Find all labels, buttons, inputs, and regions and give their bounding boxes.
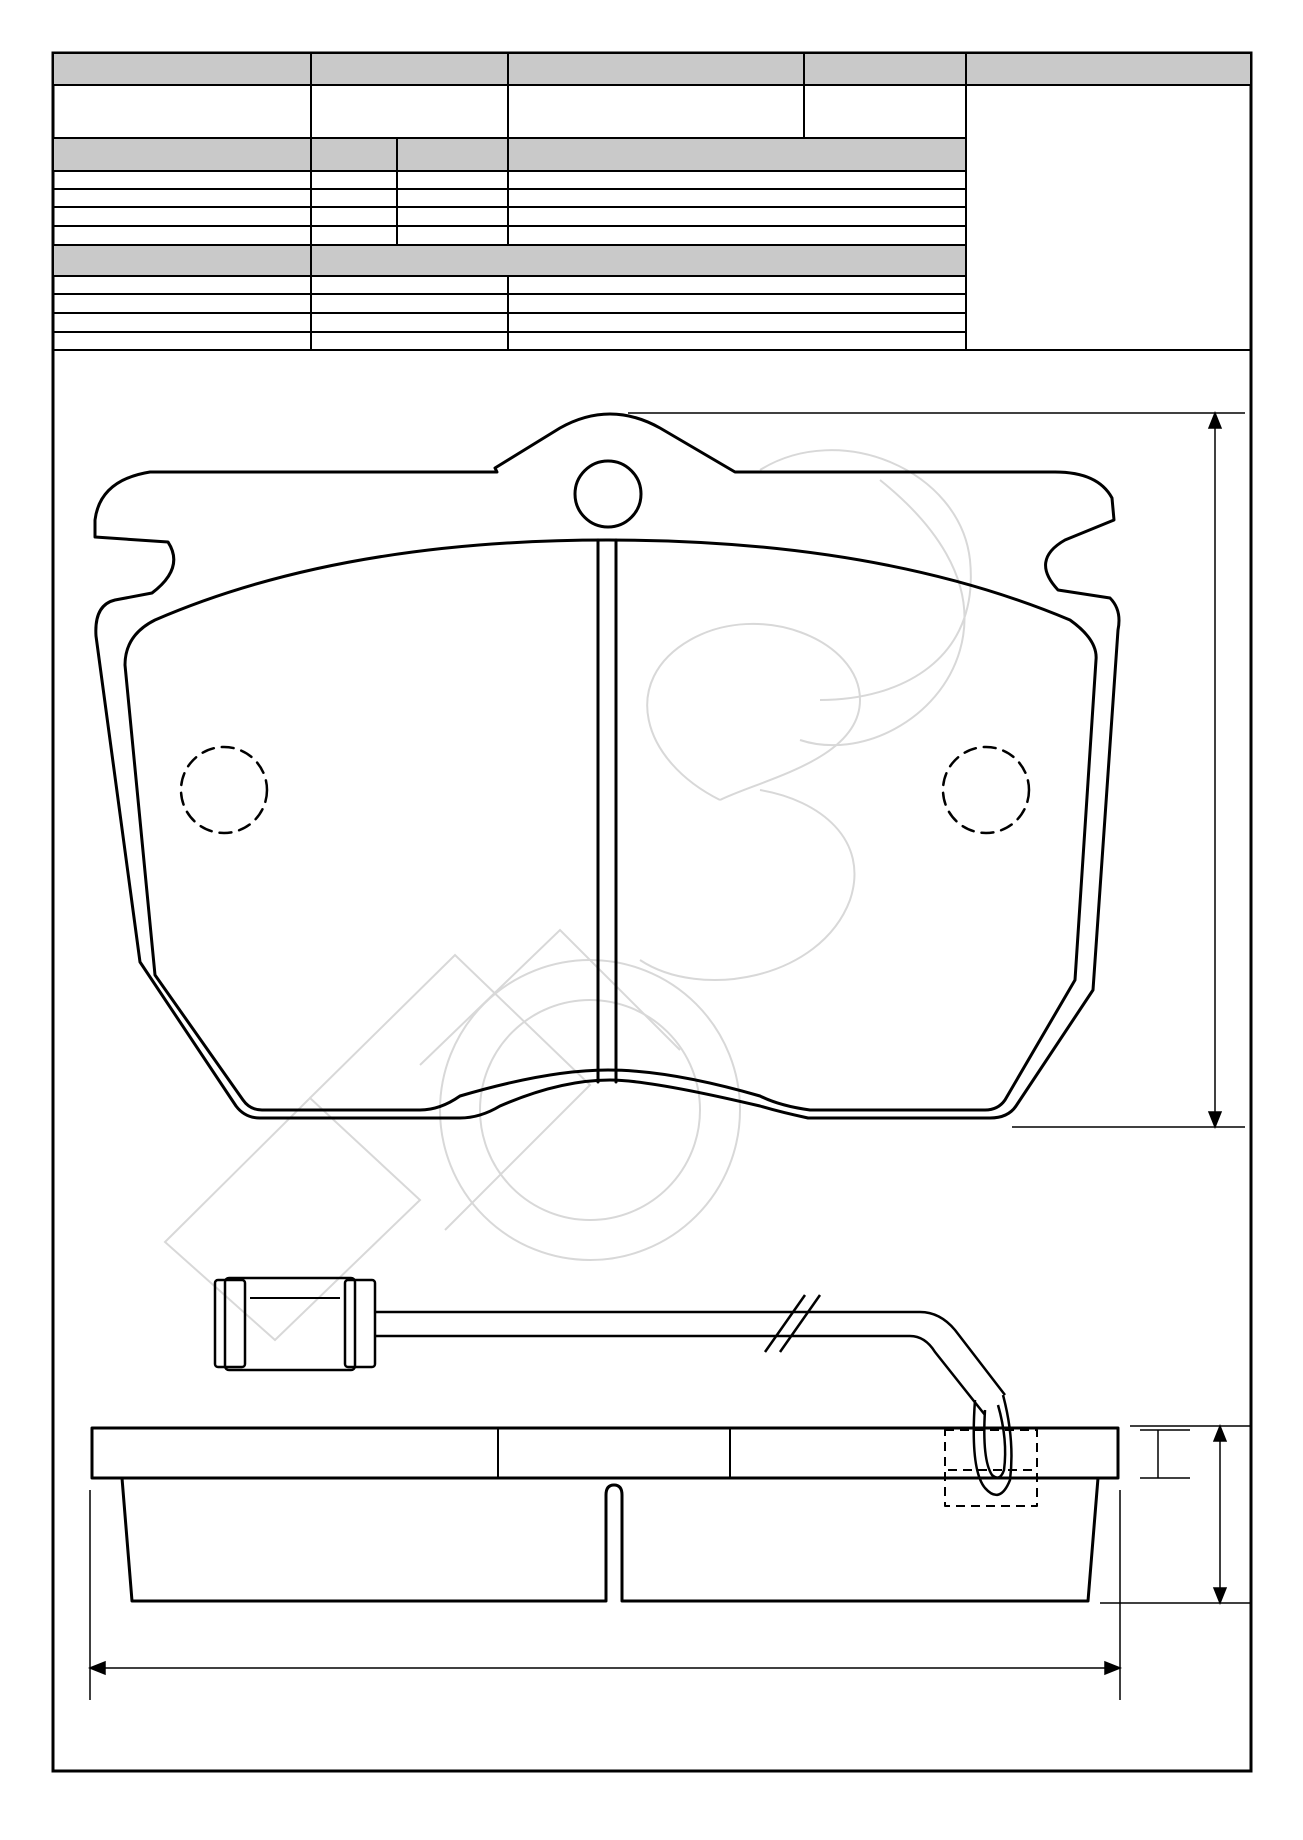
wear-sensor-icon xyxy=(213,1276,1013,1497)
sensor-pocket xyxy=(944,1429,1038,1507)
side-backing-plate xyxy=(90,1426,1120,1480)
header-row xyxy=(52,52,1252,350)
mounting-hole xyxy=(573,459,643,529)
spec-table-2 xyxy=(52,244,1251,351)
friction-material-outline xyxy=(123,538,1098,1112)
piston-position-left xyxy=(179,745,269,835)
brake-pad-front-view xyxy=(93,412,1121,1120)
piston-position-right xyxy=(941,745,1031,835)
backing-plate-outline xyxy=(93,412,1121,1120)
logo-watermark xyxy=(163,449,972,1342)
side-friction-material xyxy=(120,1477,1100,1603)
sheet-border xyxy=(51,51,1253,1773)
brake-pad-side-view xyxy=(90,1426,1120,1603)
side-view-dimensions xyxy=(87,1423,1250,1700)
height-dimension xyxy=(628,410,1245,1130)
